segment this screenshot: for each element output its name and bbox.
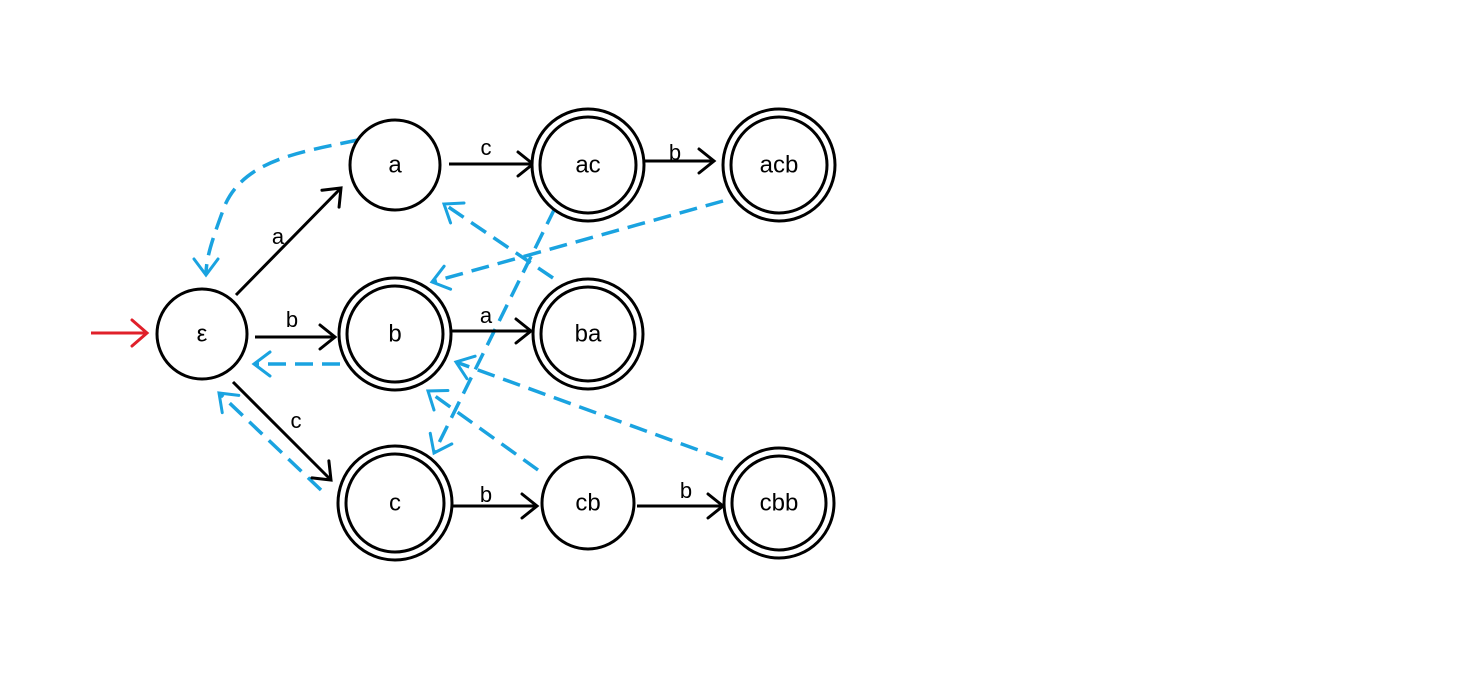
state-label: cbb [760,489,799,516]
state-c: c [336,444,454,562]
failure-link-line [426,389,540,472]
transition-label: a [480,303,493,328]
transition-label: b [680,478,692,503]
transition-arrowhead [320,186,343,209]
state-label: ac [575,151,600,178]
failure-link-line [204,138,359,276]
failure-link-line [443,202,554,280]
failure-link-b-to-eps [251,350,340,378]
transition-label: b [669,140,681,165]
state-outer-circle [531,277,645,391]
transition-eps-to-a: a [234,186,343,297]
failure-link-arrowhead [425,389,450,412]
failure-links-layer [192,138,724,492]
transition-label: c [291,408,302,433]
state-label: ε [197,320,208,347]
failure-link-arrowhead [251,350,272,378]
failure-link-arrowhead [441,201,466,225]
failure-link-arrowhead [217,391,241,415]
transition-b-to-ba: a [452,303,534,345]
state-cbb: cbb [722,446,836,560]
failure-link-a-to-eps [192,138,359,278]
state-cb: cb [540,455,636,551]
transition-label: b [286,307,298,332]
failure-link-cbb-to-b [453,354,724,461]
accepting-inner-circle [538,115,638,215]
failure-link-acb-to-b [429,199,724,291]
failure-link-arrowhead [429,264,453,291]
accepting-inner-circle [345,284,445,384]
transition-a-to-ac: c [449,135,536,178]
transition-label: c [481,135,492,160]
state-outer-circle [722,446,836,560]
state-ac: ac [530,107,646,223]
failure-link-arrowhead [453,354,477,381]
transition-arrowhead [310,459,333,482]
transition-arrowhead [697,147,717,175]
start-arrow [91,318,150,348]
transition-line [231,380,333,482]
failure-link-line [217,391,323,492]
transition-eps-to-b: b [255,307,338,351]
transition-cb-to-cbb: b [637,478,726,520]
state-b: b [337,276,453,392]
failure-link-line [431,199,724,284]
state-acb: acb [721,107,837,223]
accepting-inner-circle [729,115,829,215]
state-ba: ba [531,277,645,391]
transition-c-to-cb: b [452,482,540,520]
accepting-inner-circle [539,285,637,383]
failure-link-arrowhead [192,257,220,278]
failure-link-cb-to-b [425,389,540,472]
failure-link-ba-to-a [441,201,554,280]
state-label: cb [575,489,600,516]
transition-eps-to-c: c [231,380,333,482]
state-label: c [389,489,401,516]
transition-arrowhead [520,492,540,520]
state-label: acb [760,151,799,178]
state-outer-circle [155,287,249,381]
state-label: ba [575,320,602,347]
state-outer-circle [540,455,636,551]
transition-arrowhead [514,317,534,345]
state-label: b [388,320,401,347]
transition-line [234,186,343,297]
state-outer-circle [530,107,646,223]
state-label: a [388,151,402,178]
state-a: a [348,118,442,212]
state-outer-circle [336,444,454,562]
transition-arrowhead [318,323,338,351]
start-arrow-head [130,318,150,348]
state-outer-circle [337,276,453,392]
transition-label: b [480,482,492,507]
state-outer-circle [348,118,442,212]
start-arrow-layer [91,318,150,348]
transition-ac-to-acb: b [643,140,717,175]
failure-link-arrowhead [428,431,454,456]
accepting-inner-circle [344,452,446,554]
state-outer-circle [721,107,837,223]
failure-link-c-to-eps [217,391,323,492]
transition-label: a [272,224,285,249]
accepting-inner-circle [730,454,828,552]
failure-link-line [455,360,724,461]
state-eps: ε [155,287,249,381]
